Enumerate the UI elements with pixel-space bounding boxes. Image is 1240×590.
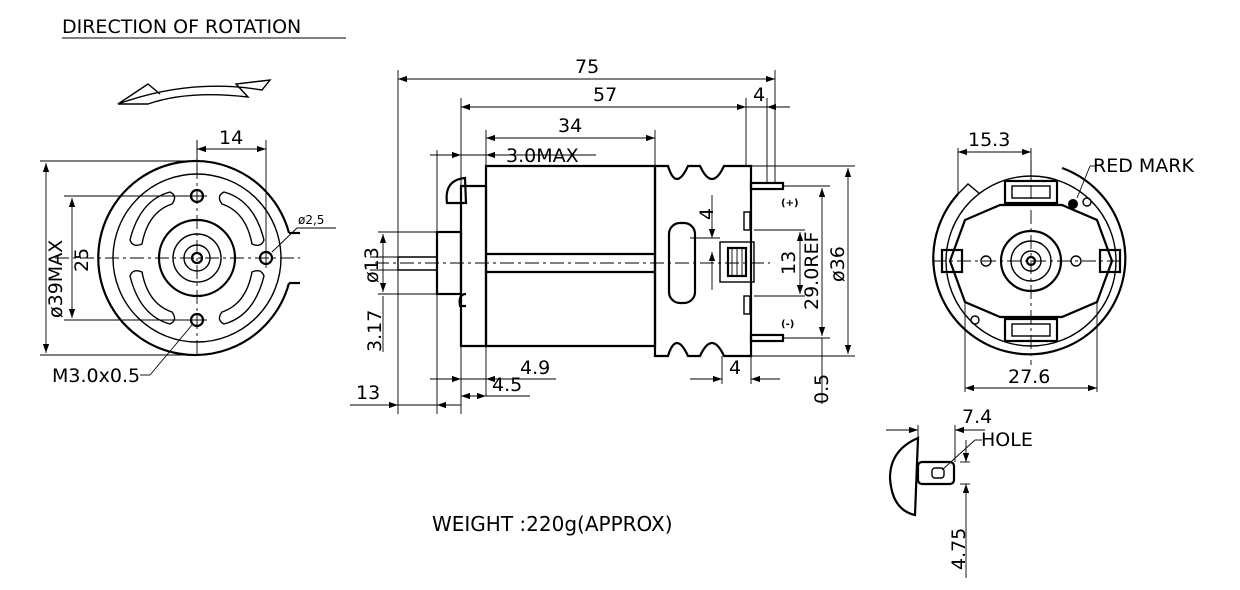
plus-terminal: (+) bbox=[781, 198, 799, 209]
direction-title: DIRECTION OF ROTATION bbox=[62, 16, 301, 38]
dim-0-5: 0.5 bbox=[811, 374, 833, 404]
dim-3-17: 3.17 bbox=[364, 310, 386, 352]
dim-29ref: 29.0REF bbox=[801, 232, 823, 310]
dim-4-top: 4 bbox=[753, 84, 765, 106]
dim-4-vertical: 4 bbox=[696, 208, 718, 220]
dim-d36: ø36 bbox=[827, 246, 849, 282]
dim-7-4: 7.4 bbox=[962, 406, 992, 428]
front-view: 14 ø39MAX 25 ø2,5 M3.0x0.5 bbox=[40, 127, 336, 387]
rear-view: RED MARK 15.3 27.6 bbox=[932, 129, 1194, 392]
dim-d2-5: ø2,5 bbox=[298, 213, 324, 227]
dim-d13: ø13 bbox=[361, 247, 383, 283]
dim-14-front: 14 bbox=[219, 127, 243, 149]
minus-terminal: (-) bbox=[781, 319, 794, 330]
terminal-detail: 7.4 HOLE 4.75 bbox=[886, 406, 1033, 578]
dim-4-75: 4.75 bbox=[948, 528, 970, 570]
dim-25: 25 bbox=[71, 248, 93, 272]
side-view: (+) (-) 75 57 4 34 3.0MAX bbox=[350, 56, 855, 414]
dim-57: 57 bbox=[593, 84, 617, 106]
dim-13-vertical: 13 bbox=[778, 251, 800, 275]
dim-15-3: 15.3 bbox=[968, 129, 1010, 151]
dim-4-5: 4.5 bbox=[492, 374, 522, 396]
dim-4-bottom: 4 bbox=[729, 357, 741, 379]
rotation-arrow-icon bbox=[117, 79, 272, 105]
dim-75: 75 bbox=[575, 56, 599, 78]
dim-27-6: 27.6 bbox=[1008, 366, 1050, 388]
red-mark-label: RED MARK bbox=[1093, 155, 1194, 177]
dim-d39max: ø39MAX bbox=[45, 240, 67, 318]
dim-34: 34 bbox=[558, 115, 582, 137]
hole-label: HOLE bbox=[981, 429, 1033, 451]
weight-note: WEIGHT :220g(APPROX) bbox=[432, 512, 673, 536]
dim-13-bottom: 13 bbox=[356, 382, 380, 404]
dim-3max: 3.0MAX bbox=[506, 145, 579, 167]
dim-4-9: 4.9 bbox=[520, 357, 550, 379]
thread-callout: M3.0x0.5 bbox=[52, 365, 140, 387]
